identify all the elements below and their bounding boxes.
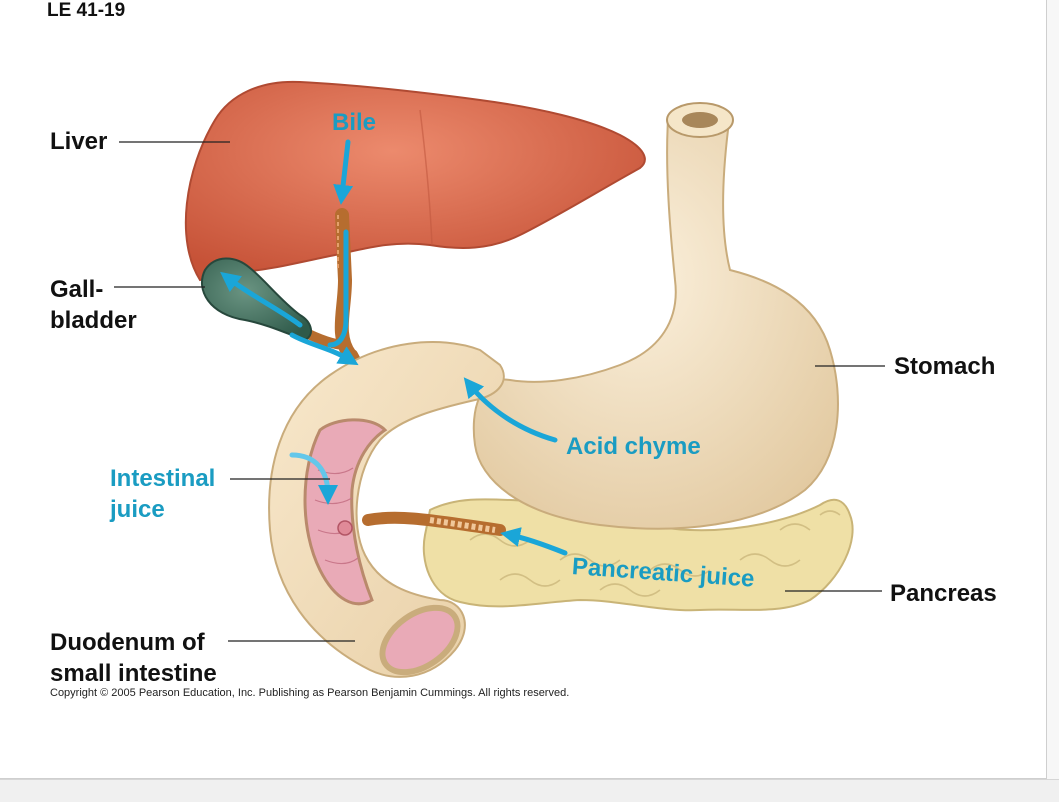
- intestinal-juice-label: Intestinal juice: [110, 465, 216, 523]
- stomach-shape: [472, 110, 839, 530]
- liver-shape: [184, 80, 646, 282]
- figure-id: LE 41-19: [47, 0, 126, 21]
- acid-chyme-arrow: [463, 377, 558, 443]
- duodenum-label: Duodenum of small intestine: [50, 629, 217, 687]
- digestive-organs-illustration: [114, 80, 885, 678]
- flow-arrows: [220, 139, 568, 556]
- bile-arrow: [333, 139, 354, 205]
- bile-label: Bile: [332, 109, 377, 136]
- pancreatic-juice-arrow: [500, 527, 568, 556]
- intestinal-juice-arrow: [289, 452, 338, 505]
- acid-chyme-label: Acid chyme: [566, 433, 701, 460]
- leader-lines: [114, 141, 885, 642]
- copyright-notice: Copyright © 2005 Pearson Education, Inc.…: [50, 687, 570, 699]
- liver-label: Liver: [50, 128, 108, 155]
- stomach-label: Stomach: [894, 353, 996, 380]
- gallbladder-label: Gall- bladder: [50, 276, 137, 334]
- pancreas-label: Pancreas: [890, 580, 997, 607]
- bottom-status-strip: [0, 779, 1059, 802]
- slide-canvas: LE 41-19 Liver Gall- bladder Stomach Int…: [0, 0, 1047, 779]
- right-scroll-edge: [1047, 0, 1059, 779]
- gallbladder-arrow: [220, 271, 303, 328]
